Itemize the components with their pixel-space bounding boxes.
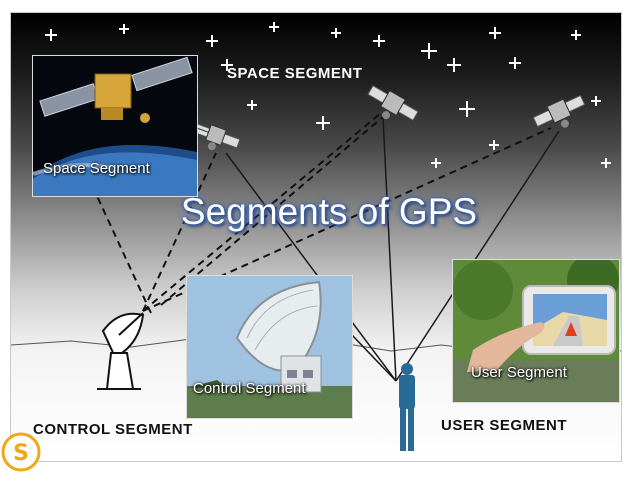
slide-title: Segments of GPS — [180, 191, 478, 232]
space-segment-label: SPACE SEGMENT — [227, 65, 363, 82]
gps-navigator-photo-icon — [453, 260, 619, 402]
s-logo-icon: S — [1, 432, 41, 472]
satellite-icon — [532, 94, 586, 128]
logo-letter: S — [13, 441, 29, 466]
user-segment-label: USER SEGMENT — [441, 417, 568, 434]
space-segment-caption: Space Segment — [43, 160, 150, 177]
user-segment-photo: User Segment — [452, 259, 620, 403]
space-segment-photo: Space Segment — [32, 55, 198, 197]
radar-dish-photo-icon — [187, 276, 352, 418]
gps-slide: SPACE SEGMENT CONTROL SEGMENT USER SEGME… — [10, 12, 622, 462]
user-person-icon — [399, 363, 415, 451]
satellite-icon — [367, 84, 419, 122]
star-field — [45, 22, 611, 168]
control-segment-caption: Control Segment — [193, 380, 306, 397]
control-segment-photo: Control Segment — [186, 275, 353, 419]
user-segment-caption: User Segment — [471, 364, 567, 381]
control-station-dish-icon — [97, 312, 145, 390]
satellite-orbit-photo-icon — [33, 56, 197, 196]
control-segment-label: CONTROL SEGMENT — [33, 421, 193, 438]
